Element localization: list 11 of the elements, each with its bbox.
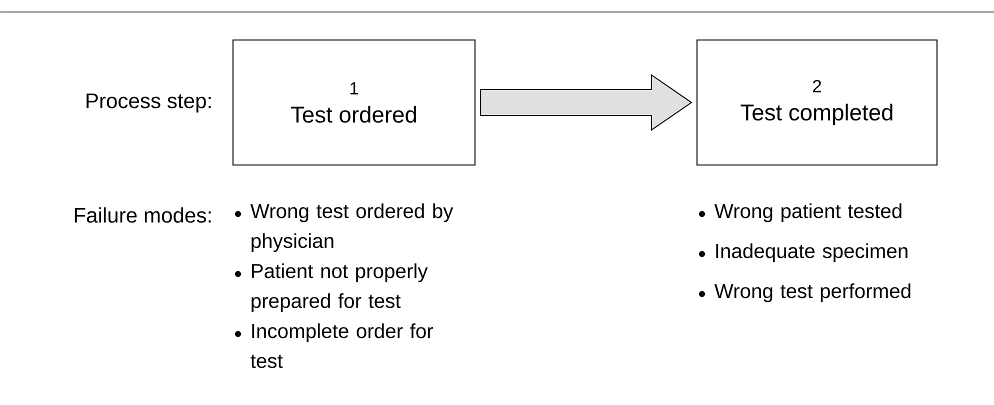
process-box: 1 Test ordered [232, 39, 476, 166]
bullet-item: Wrong test performed [699, 283, 910, 302]
block-arrow [480, 74, 692, 131]
process-box: 2 Test completed [696, 39, 938, 166]
bullet-item: Wrong patient tested [699, 203, 902, 222]
bullet-item: Inadequate specimen [699, 243, 908, 262]
bullet-item: Wrong test ordered by physician [235, 203, 454, 252]
row-label: Process step: [86, 94, 211, 112]
bullet-item: Incomplete order for test [235, 323, 434, 368]
bullet-item: Patient not properly prepared for test [235, 263, 428, 312]
row-label: Failure modes: [74, 207, 211, 223]
